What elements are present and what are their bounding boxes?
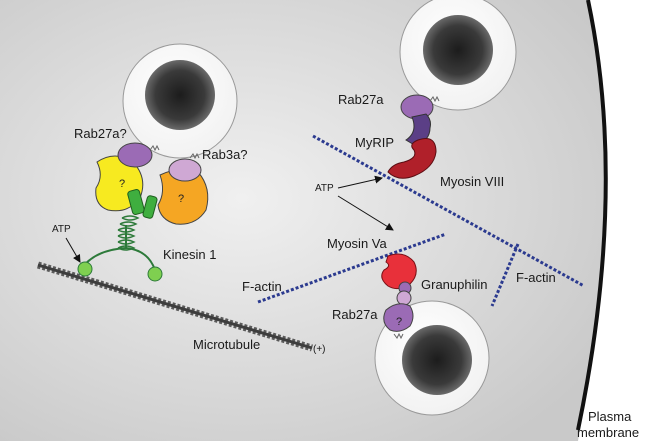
label-microtubule: Microtubule [193, 337, 260, 352]
myosin-va [381, 253, 417, 290]
granuphilin-2 [396, 290, 412, 306]
kinesin-motor [77, 215, 163, 282]
actin-filament-left [257, 232, 447, 304]
label-myrip: MyRIP [355, 135, 394, 150]
q-orange: ? [178, 193, 184, 205]
label-rab27a-bottom: Rab27a [332, 307, 378, 322]
rab3a [168, 158, 202, 182]
myosin-viii [387, 138, 437, 179]
kinesin-head-right [147, 266, 163, 282]
rab27a-left [117, 142, 153, 168]
actin-filament-right [490, 243, 520, 307]
label-rab27a-q: Rab27a? [74, 126, 127, 141]
q-bottom: ? [396, 316, 402, 328]
label-myosin-viii: Myosin VIII [440, 174, 504, 189]
label-myosin-va: Myosin Va [327, 236, 387, 251]
actin-filament-main [312, 134, 585, 288]
label-atp-mid: ATP [315, 183, 334, 194]
label-plus-end: (+) [313, 344, 326, 355]
kinesin-light-chain-2 [142, 195, 158, 219]
rab27a-bottom [383, 303, 414, 332]
label-f-actin-left: F-actin [242, 279, 282, 294]
label-rab27a-top: Rab27a [338, 92, 384, 107]
label-kinesin: Kinesin 1 [163, 247, 216, 262]
microtubule [36, 261, 314, 352]
label-granuphilin: Granuphilin [421, 277, 488, 292]
label-plasma: Plasma [588, 409, 632, 424]
vesicle-top-right [399, 0, 517, 111]
q-yellow: ? [119, 178, 125, 190]
label-f-actin-right: F-actin [516, 270, 556, 285]
rab27a-top [400, 94, 434, 120]
label-atp-left: ATP [52, 224, 71, 235]
kinesin-head-left [77, 261, 93, 277]
label-rab3a-q: Rab3a? [202, 147, 248, 162]
vesicle-left [122, 43, 238, 159]
kinesin-light-chain-1 [127, 189, 145, 215]
plasma-membrane [576, 0, 608, 431]
label-membrane: membrane [577, 425, 639, 440]
